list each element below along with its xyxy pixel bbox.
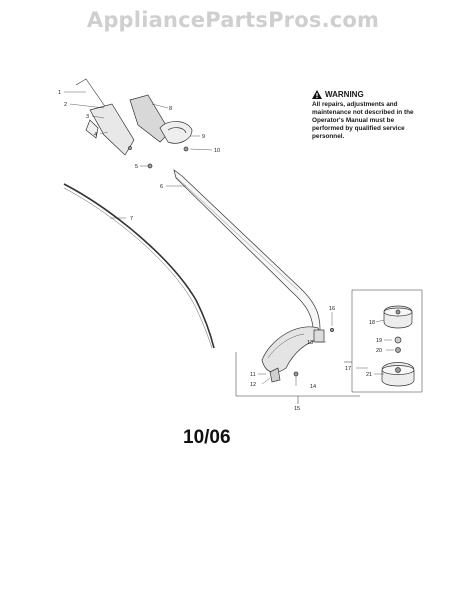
callout-5: 5 <box>135 164 138 170</box>
callout-19: 19 <box>376 338 382 344</box>
spool-parts <box>381 305 415 387</box>
callout-10: 10 <box>214 148 220 154</box>
callout-15: 15 <box>294 406 300 412</box>
callout-3: 3 <box>86 114 89 120</box>
callout-20: 20 <box>376 348 382 354</box>
callout-2: 2 <box>64 102 67 108</box>
guard <box>261 326 323 373</box>
drive-shaft <box>63 183 215 349</box>
warning-box: WARNING All repairs, adjustments and mai… <box>312 90 420 141</box>
callout-6: 6 <box>160 184 163 190</box>
guard-clamp <box>313 329 325 343</box>
trigger <box>85 119 99 139</box>
callout-21: 21 <box>366 372 372 378</box>
callout-12: 12 <box>250 382 256 388</box>
screw-10 <box>183 146 189 152</box>
screw-14 <box>293 371 299 377</box>
callout-8: 8 <box>169 106 172 112</box>
callout-17: 17 <box>345 366 351 372</box>
shaft <box>173 169 321 335</box>
callout-14: 14 <box>310 384 316 390</box>
callout-13: 13 <box>307 340 313 346</box>
callout-16: 16 <box>329 306 335 312</box>
callout-18: 18 <box>369 320 375 326</box>
callout-1: 1 <box>58 90 61 96</box>
callout-7: 7 <box>130 216 133 222</box>
front-handle <box>159 121 193 144</box>
diagram-date: 10/06 <box>183 427 231 448</box>
warning-header: WARNING <box>312 90 420 99</box>
callout-11: 11 <box>250 372 256 378</box>
warning-text: All repairs, adjustments and maintenance… <box>312 101 414 140</box>
warning-title: WARNING <box>325 90 364 99</box>
warning-triangle-icon <box>312 90 322 99</box>
screw-5 <box>147 163 153 169</box>
watermark: AppliancePartsPros.com <box>86 8 380 32</box>
callout-4: 4 <box>94 132 97 138</box>
blade-12 <box>269 367 281 383</box>
callout-9: 9 <box>202 134 205 140</box>
